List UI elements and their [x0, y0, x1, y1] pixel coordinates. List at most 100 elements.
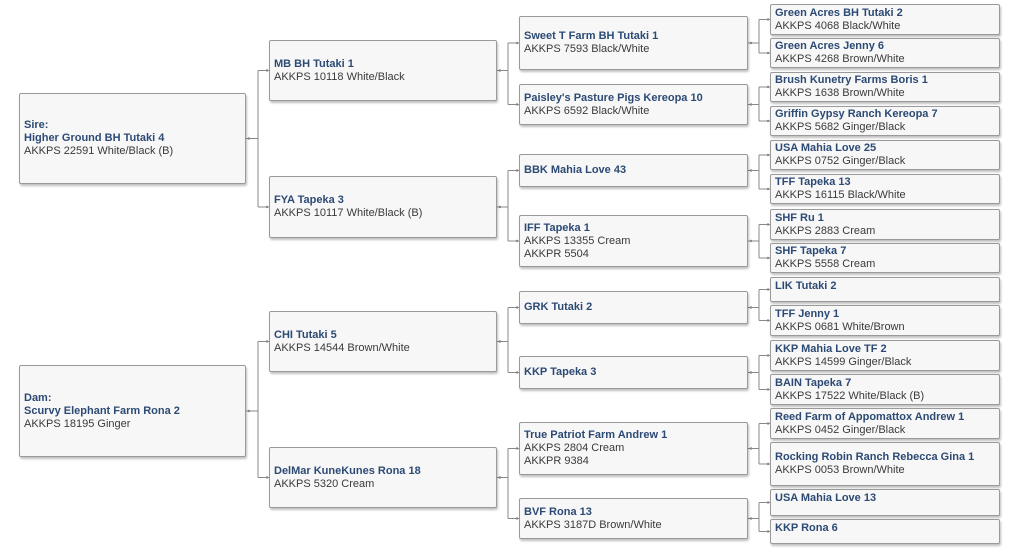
- connector-dot: [515, 239, 519, 243]
- animal-name: KKP Rona 6: [775, 522, 838, 534]
- animal-name: TFF Jenny 1: [775, 307, 840, 320]
- registration-info: AKKPS 6592 Black/White: [524, 104, 650, 117]
- connector-dot: [749, 169, 753, 172]
- animal-name: Green Acres BH Tutaki 2: [775, 6, 903, 19]
- registration-info: AKKPS 5320 Cream: [274, 477, 375, 490]
- animal-name: True Patriot Farm Andrew 1: [524, 429, 668, 441]
- registration-info: AKKPS 18195 Ginger: [24, 417, 131, 430]
- connector-dot: [515, 517, 519, 520]
- connector-dot: [265, 340, 269, 343]
- connector-dot: [749, 239, 753, 243]
- registration-info: AKKPS 5558 Cream: [775, 258, 876, 270]
- connector-dot: [749, 517, 753, 520]
- pedigree-node-grk-tutaki-2[interactable]: GRK Tutaki 2: [519, 291, 748, 324]
- registration-info: AKKPS 4268 Brown/White: [775, 53, 905, 65]
- registration-info: AKKPS 10117 White/Black (B): [274, 207, 423, 219]
- animal-name: Brush Kunetry Farms Boris 1: [775, 74, 928, 86]
- registration-info: AKKPS 0752 Ginger/Black: [775, 155, 906, 167]
- connector-dot: [265, 69, 269, 72]
- registration-info: AKKPS 2804 Cream: [524, 442, 625, 454]
- connector-dot: [498, 476, 502, 479]
- registration-info: AKKPS 7593 Black/White: [524, 43, 650, 55]
- registration-info: AKKPS 0053 Brown/White: [775, 464, 905, 476]
- connector-dot: [766, 388, 770, 391]
- animal-name: SHF Ru 1: [775, 211, 824, 224]
- animal-name: BVF Rona 13: [524, 505, 592, 518]
- animal-name: BBK Mahia Love 43: [524, 164, 627, 176]
- animal-name: Paisley's Pasture Pigs Kereopa 10: [524, 91, 703, 104]
- pedigree-node-usa-mahia-love-13[interactable]: USA Mahia Love 13: [770, 489, 1000, 516]
- connector-dot: [749, 41, 753, 45]
- connector-dot: [766, 223, 770, 226]
- pedigree-node-bbk-mahia-love-43[interactable]: BBK Mahia Love 43: [519, 154, 748, 187]
- animal-name: CHI Tutaki 5: [274, 328, 337, 341]
- connector-dot: [515, 306, 519, 309]
- connector-dot: [766, 288, 770, 291]
- registration-info: AKKPS 17522 White/Black (B): [775, 389, 925, 402]
- connector-dot: [766, 18, 770, 21]
- animal-name: LIK Tutaki 2: [775, 280, 837, 292]
- parent-role-label: Sire:: [24, 119, 49, 131]
- animal-name: BAIN Tapeka 7: [775, 376, 852, 389]
- connector-dot: [498, 340, 502, 343]
- pedigree-node-kkp-rona-6[interactable]: KKP Rona 6: [770, 519, 1000, 544]
- registration-info: AKKPS 1638 Brown/White: [775, 87, 905, 99]
- connector-dot: [766, 354, 770, 357]
- animal-name: Sweet T Farm BH Tutaki 1: [524, 30, 659, 42]
- connector-dot: [766, 319, 770, 322]
- connector-dot: [749, 103, 753, 106]
- animal-name: KKP Tapeka 3: [524, 366, 597, 378]
- connector-dot: [515, 371, 519, 374]
- connector-dot: [766, 153, 770, 157]
- registration-info: AKKPS 2883 Cream: [775, 224, 876, 237]
- registration-info: AKKPS 0681 White/Brown: [775, 320, 905, 333]
- registration-info: AKKPR 5504: [524, 247, 589, 260]
- animal-name: FYA Tapeka 3: [274, 194, 344, 206]
- connector-dot: [766, 422, 770, 425]
- connector-dot: [766, 85, 770, 89]
- connector-dot: [749, 371, 753, 374]
- animal-name: IFF Tapeka 1: [524, 221, 590, 234]
- connector-dot: [498, 69, 502, 72]
- connector-dot: [766, 119, 770, 123]
- registration-info: AKKPS 4068 Black/White: [775, 19, 901, 32]
- connector-dot: [515, 41, 519, 45]
- connector-dot: [766, 462, 770, 466]
- registration-info: AKKPS 22591 White/Black (B): [24, 145, 174, 157]
- animal-name: Griffin Gypsy Ranch Kereopa 7: [775, 108, 938, 120]
- registration-info: AKKPS 14544 Brown/White: [274, 341, 410, 354]
- parent-role-label: Dam:: [24, 391, 52, 404]
- animal-name: Rocking Robin Ranch Rebecca Gina 1: [775, 451, 975, 463]
- pedigree-node-lik-tutaki-2[interactable]: LIK Tutaki 2: [770, 277, 1000, 302]
- pedigree-node-kkp-tapeka-3[interactable]: KKP Tapeka 3: [519, 356, 748, 389]
- animal-name: USA Mahia Love 25: [775, 142, 877, 154]
- animal-name: TFF Tapeka 13: [775, 176, 851, 188]
- connector-dot: [515, 169, 519, 172]
- connector-dot: [749, 447, 753, 450]
